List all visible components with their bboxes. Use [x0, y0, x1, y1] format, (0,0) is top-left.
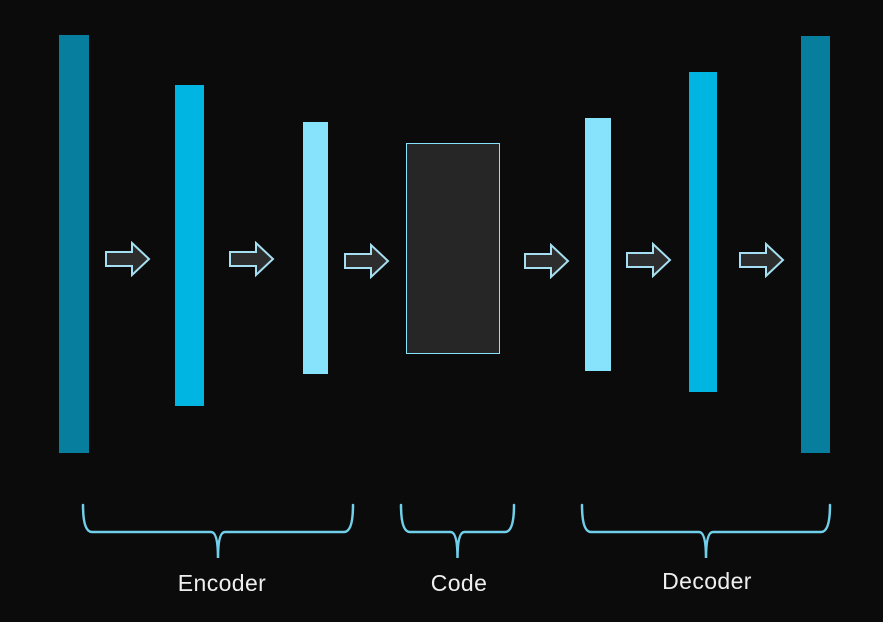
flow-arrow-icon — [105, 241, 151, 277]
encoder-hidden-layer-2-bar — [303, 122, 328, 374]
encoder-label: Encoder — [177, 570, 267, 596]
flow-arrow-icon — [229, 241, 275, 277]
flow-arrow-icon — [344, 243, 390, 279]
flow-arrow-icon — [739, 242, 785, 278]
flow-arrow-icon — [524, 243, 570, 279]
encoder-brace-icon — [81, 503, 355, 559]
code-brace-icon — [399, 503, 516, 559]
encoder-input-layer-bar — [59, 35, 89, 453]
decoder-brace-icon — [580, 503, 832, 559]
decoder-hidden-layer-2-bar — [689, 72, 717, 392]
decoder-hidden-layer-1-bar — [585, 118, 611, 371]
encoder-hidden-layer-1-bar — [175, 85, 204, 406]
code-bottleneck-box — [406, 143, 500, 354]
decoder-output-layer-bar — [801, 36, 830, 453]
flow-arrow-icon — [626, 242, 672, 278]
decoder-label: Decoder — [662, 568, 752, 594]
code-label: Code — [430, 570, 488, 596]
